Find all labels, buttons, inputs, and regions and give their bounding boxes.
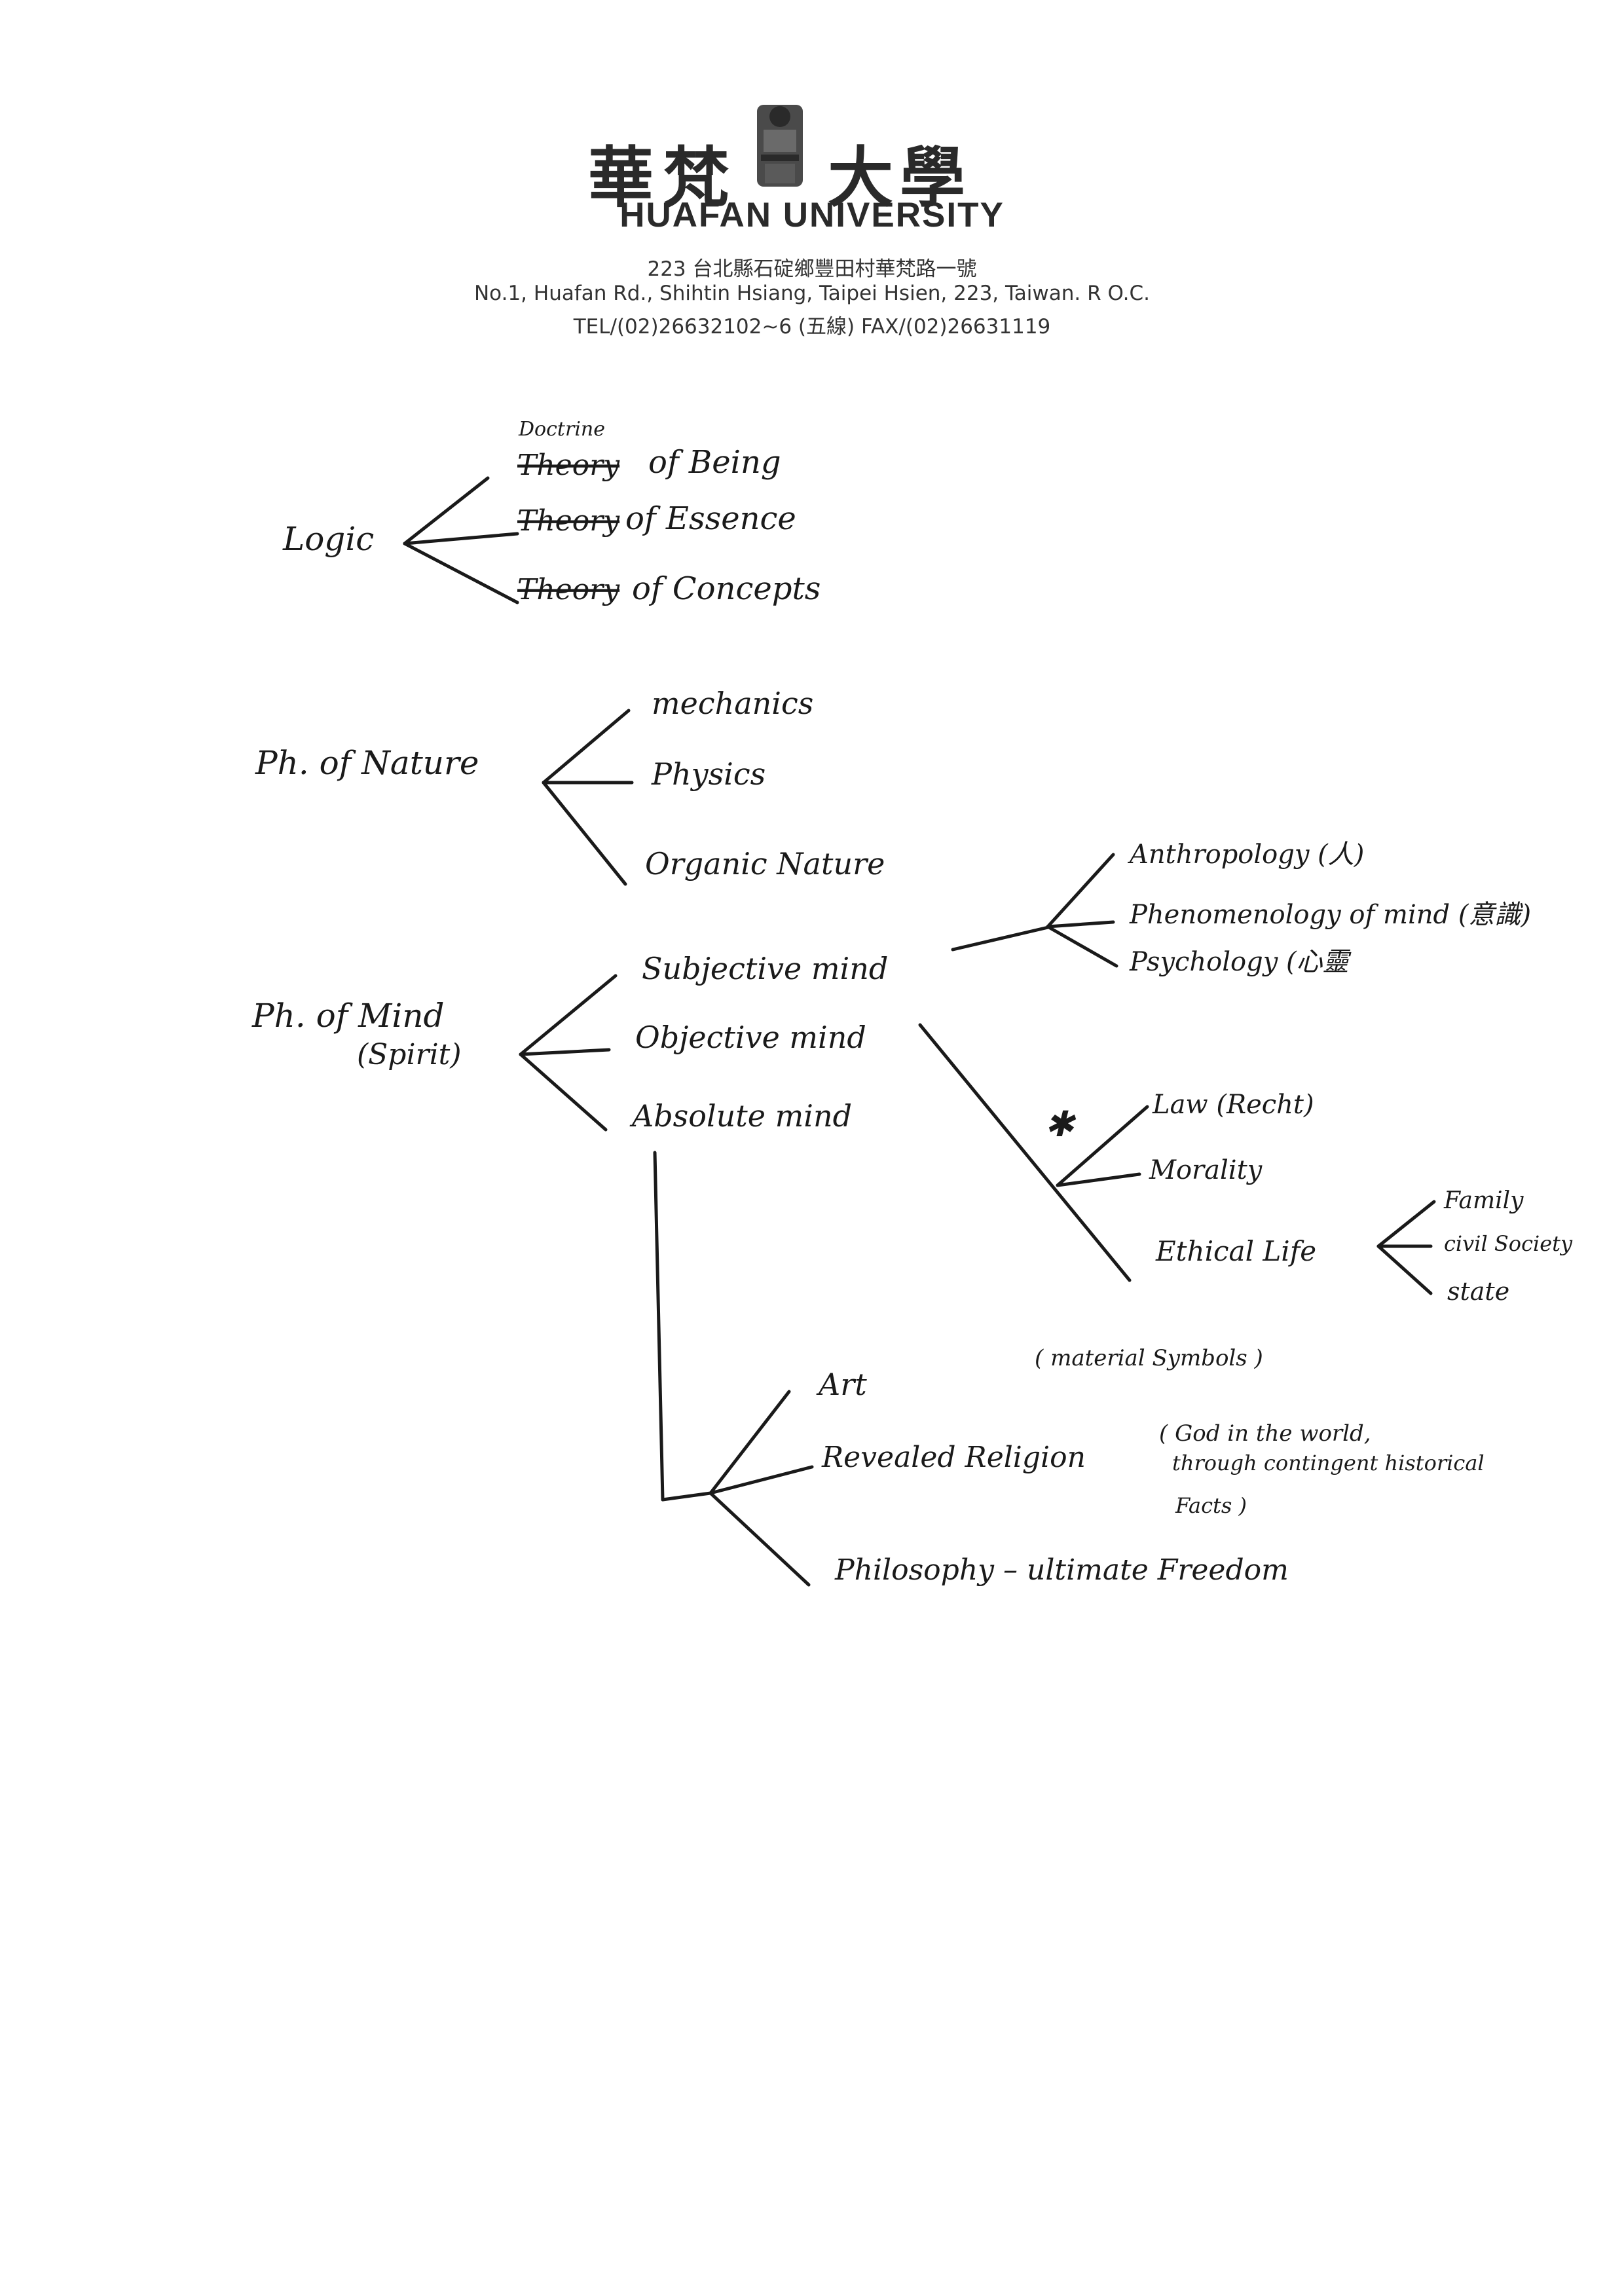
absolute-philosophy: Philosophy – ultimate Freedom xyxy=(834,1553,1289,1587)
nature-branch-physics: Physics xyxy=(651,756,766,792)
letterhead-char-1: 華 xyxy=(588,139,654,216)
art-note: ( material Symbols ) xyxy=(1035,1345,1263,1371)
contact-numbers: TEL/(02)26632102~6 (五線) FAX/(02)26631119 xyxy=(573,315,1051,339)
letterhead-char-3: 大 xyxy=(828,139,893,216)
logic-label: Logic xyxy=(282,520,374,558)
university-name: HUAFAN UNIVERSITY xyxy=(619,196,1005,234)
absolute-revealed-religion: Revealed Religion xyxy=(821,1441,1086,1474)
mind-branch-subjective: Subjective mind xyxy=(642,951,888,986)
subjective-psychology: Psychology (心靈 xyxy=(1129,947,1352,977)
diagram-lines xyxy=(403,476,1436,1587)
mind-branch-objective: Objective mind xyxy=(635,1020,866,1055)
struck-theory-3: Theory xyxy=(517,573,620,606)
struck-theory-2: Theory xyxy=(517,504,620,538)
nature-label: Ph. of Nature xyxy=(255,744,479,782)
logic-branch-concepts: of Concepts xyxy=(632,570,821,607)
asterisk-mark: ✱ xyxy=(1044,1103,1077,1145)
mind-sublabel: (Spirit) xyxy=(357,1038,462,1071)
nature-branch-organic: Organic Nature xyxy=(645,846,885,881)
struck-theory-1: Theory xyxy=(517,449,620,482)
objective-morality: Morality xyxy=(1149,1155,1263,1185)
letterhead-char-4: 學 xyxy=(900,139,965,216)
ethical-civil-society: civil Society xyxy=(1444,1231,1573,1256)
university-emblem-icon xyxy=(757,105,803,187)
address-chinese: 223 台北縣石碇鄉豐田村華梵路一號 xyxy=(647,257,977,281)
subjective-phenomenology: Phenomenology of mind (意識) xyxy=(1129,900,1531,930)
letterhead-char-2: 梵 xyxy=(663,139,729,216)
doctrine-insert: Doctrine xyxy=(518,418,605,441)
logic-branch-essence: of Essence xyxy=(625,500,796,537)
objective-ethical-life: Ethical Life xyxy=(1155,1235,1316,1267)
absolute-art: Art xyxy=(816,1367,867,1402)
religion-note-line-3: Facts ) xyxy=(1175,1493,1247,1518)
address-english: No.1, Huafan Rd., Shihtin Hsiang, Taipei… xyxy=(473,282,1151,305)
mind-branch-absolute: Absolute mind xyxy=(629,1098,852,1134)
logic-branch-being: of Being xyxy=(648,444,781,481)
subjective-anthropology: Anthropology (人) xyxy=(1127,840,1364,870)
nature-branch-mechanics: mechanics xyxy=(652,686,813,721)
objective-law: Law (Recht) xyxy=(1152,1090,1314,1120)
ethical-family: Family xyxy=(1443,1187,1524,1214)
mind-label: Ph. of Mind xyxy=(251,997,445,1035)
religion-note-line-2: through contingent historical xyxy=(1172,1451,1485,1475)
religion-note-line-1: ( God in the world, xyxy=(1159,1420,1371,1447)
ethical-state: state xyxy=(1447,1277,1509,1306)
